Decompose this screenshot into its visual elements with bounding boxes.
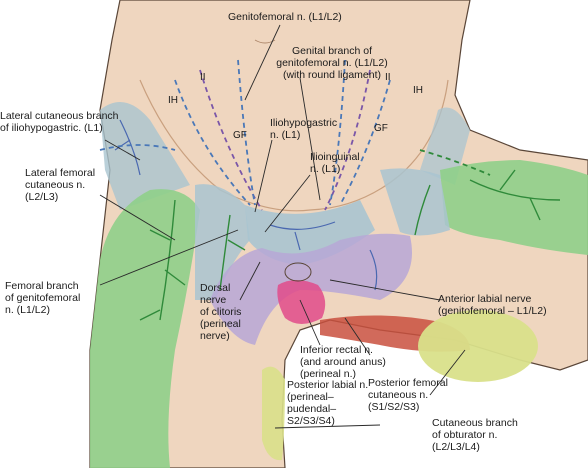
label-anterior-labial: Anterior labial nerve (genitofemoral – L… [438, 293, 547, 317]
label-lateral-femoral-cutaneous: Lateral femoral cutaneous n. (L2/L3) [25, 167, 96, 203]
zone-right-flank [420, 107, 470, 185]
label-inferior-rectal: Inferior rectal n. (and around anus) (pe… [300, 344, 386, 380]
green-nerve-branches [139, 169, 561, 321]
label-genitofemoral: Genitofemoral n. (L1/L2) [228, 11, 342, 23]
abbr-ih-left: IH [168, 95, 178, 106]
zone-lateral-femoral-cutaneous [90, 189, 200, 468]
abbr-ii-right: II [385, 72, 391, 83]
label-femoral-branch: Femoral branch of genitofemoral n. (L1/L… [5, 280, 81, 316]
label-cutaneous-obturator: Cutaneous branch of obturator n. (L2/L3/… [432, 417, 518, 453]
zone-lateral-cutaneous-iliohypogastric [100, 102, 190, 210]
label-ilioinguinal: Ilioinguinal n. (L1) [310, 151, 360, 175]
label-lateral-cutaneous-iliohypogastric: Lateral cutaneous branch of iliohypogast… [0, 110, 119, 134]
blue-nerve-branches [114, 119, 378, 291]
labia-outline [284, 262, 312, 282]
abbr-ii-left: II [200, 72, 206, 83]
deep-nerve-paths [99, 59, 491, 211]
abbr-gf-right: GF [374, 123, 388, 134]
navel-shadow [254, 39, 276, 44]
label-iliohypogastric: Iliohypogastric n. (L1) [270, 117, 338, 141]
abbr-gf-left: GF [233, 130, 247, 141]
leader-lines [99, 24, 466, 429]
abdomen-contour [139, 79, 449, 212]
zone-obturator-left [262, 366, 285, 461]
zone-femoral-branch [195, 184, 250, 300]
abbr-ih-right: IH [413, 85, 423, 96]
label-posterior-labial: Posterior labial n. (perineal– pudendal–… [287, 379, 369, 427]
label-posterior-femoral-cutaneous: Posterior femoral cutaneous n. (S1/S2/S3… [368, 377, 448, 413]
label-genital-branch: Genital branch of genitofemoral n. (L1/L… [276, 45, 388, 81]
zone-cutaneous-obturator [418, 310, 538, 382]
label-dorsal-nerve-clitoris: Dorsal nerve of clitoris (perineal nerve… [200, 282, 242, 342]
zone-right-femoral-branch [380, 168, 450, 236]
